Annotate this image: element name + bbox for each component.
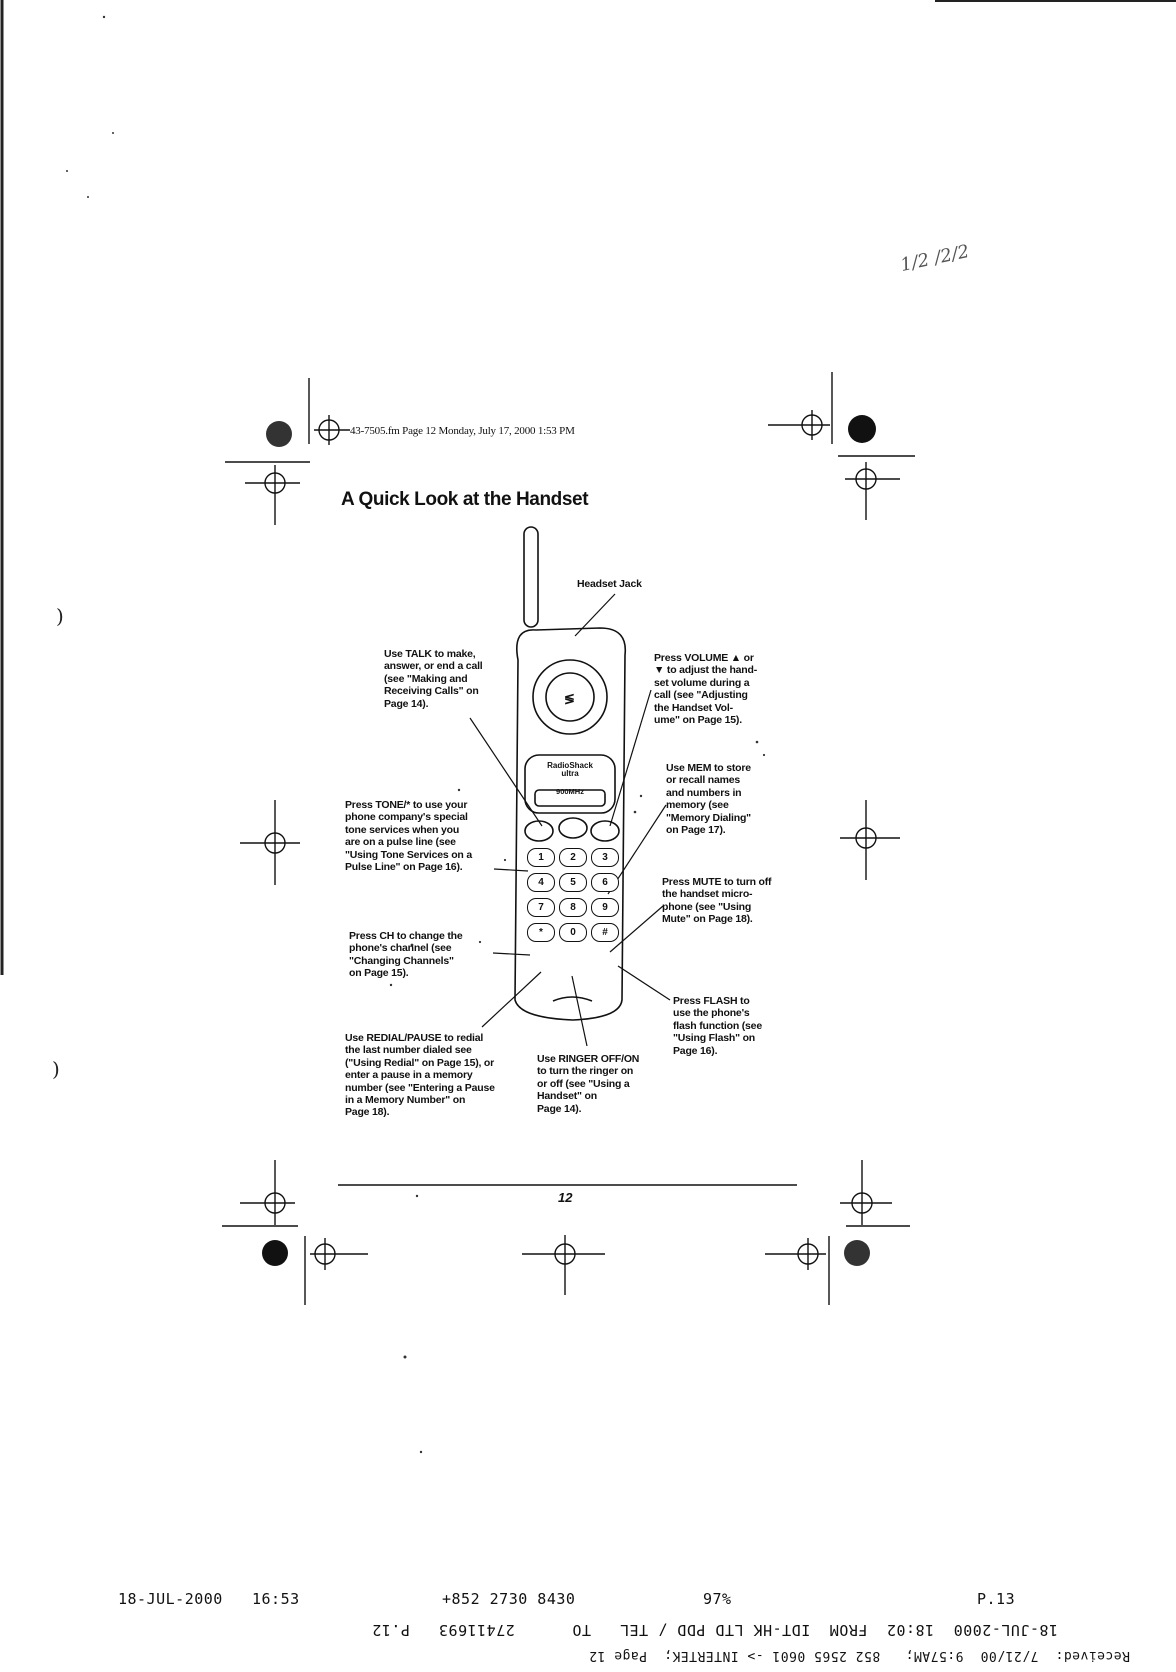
phone-brand-line2: ultra [532,770,608,778]
fax-left-date: 18-JUL-2000 [118,1590,223,1608]
document-header: 43-7505.fm Page 12 Monday, July 17, 2000… [350,425,575,437]
keypad-key: 8 [559,898,587,917]
fax-phone: +852 2730 8430 [442,1590,575,1608]
keypad-key: 2 [559,848,587,867]
keypad-key: 1 [527,848,555,867]
keypad-key: * [527,923,555,942]
keypad-key: 9 [591,898,619,917]
callout-talk: Use TALK to make, answer, or end a call … [384,648,504,710]
svg-text:): ) [56,604,64,628]
phone-screen: RadioShack ultra 900MHz [532,762,608,796]
page-number: 12 [558,1190,572,1205]
keypad-key: 3 [591,848,619,867]
page-title: A Quick Look at the Handset [341,489,588,511]
svg-text:≶: ≶ [564,691,575,706]
callout-volume: Press VOLUME ▲ or ▼ to adjust the hand- … [654,652,784,726]
fax-header-inverted-1: 18-JUL-2000 18:02 FROM IDT-HK LTD PDD / … [118,1621,1058,1639]
callout-tone: Press TONE/* to use your phone company's… [345,799,495,873]
keypad-key: 0 [559,923,587,942]
svg-text:): ) [52,1057,60,1081]
fax-footer: 18-JUL-2000 16:53 +852 2730 8430 97% P.1… [0,1590,1176,1612]
callout-ch: Press CH to change the phone's channel (… [349,930,489,980]
fax-header-inverted-2: Received: 7/21/00 9:57AM; 852 2565 0601 … [280,1648,1130,1663]
callout-mute: Press MUTE to turn off the handset micro… [662,876,802,926]
callout-mem: Use MEM to store or recall names and num… [666,762,781,836]
keypad-key: 4 [527,873,555,892]
callout-redial: Use REDIAL/PAUSE to redial the last numb… [345,1032,525,1119]
phone-model: 900MHz [532,788,608,796]
fax-percent: 97% [703,1590,732,1608]
callout-ringer: Use RINGER OFF/ON to turn the ringer on … [537,1053,662,1115]
keypad-key: 6 [591,873,619,892]
fax-left-time: 16:53 [252,1590,300,1608]
callout-flash: Press FLASH to use the phone's flash fun… [673,995,793,1057]
callout-headset-jack: Headset Jack [577,578,642,590]
keypad-key: 5 [559,873,587,892]
fax-page: P.13 [977,1590,1015,1608]
keypad-key: # [591,923,619,942]
keypad-key: 7 [527,898,555,917]
